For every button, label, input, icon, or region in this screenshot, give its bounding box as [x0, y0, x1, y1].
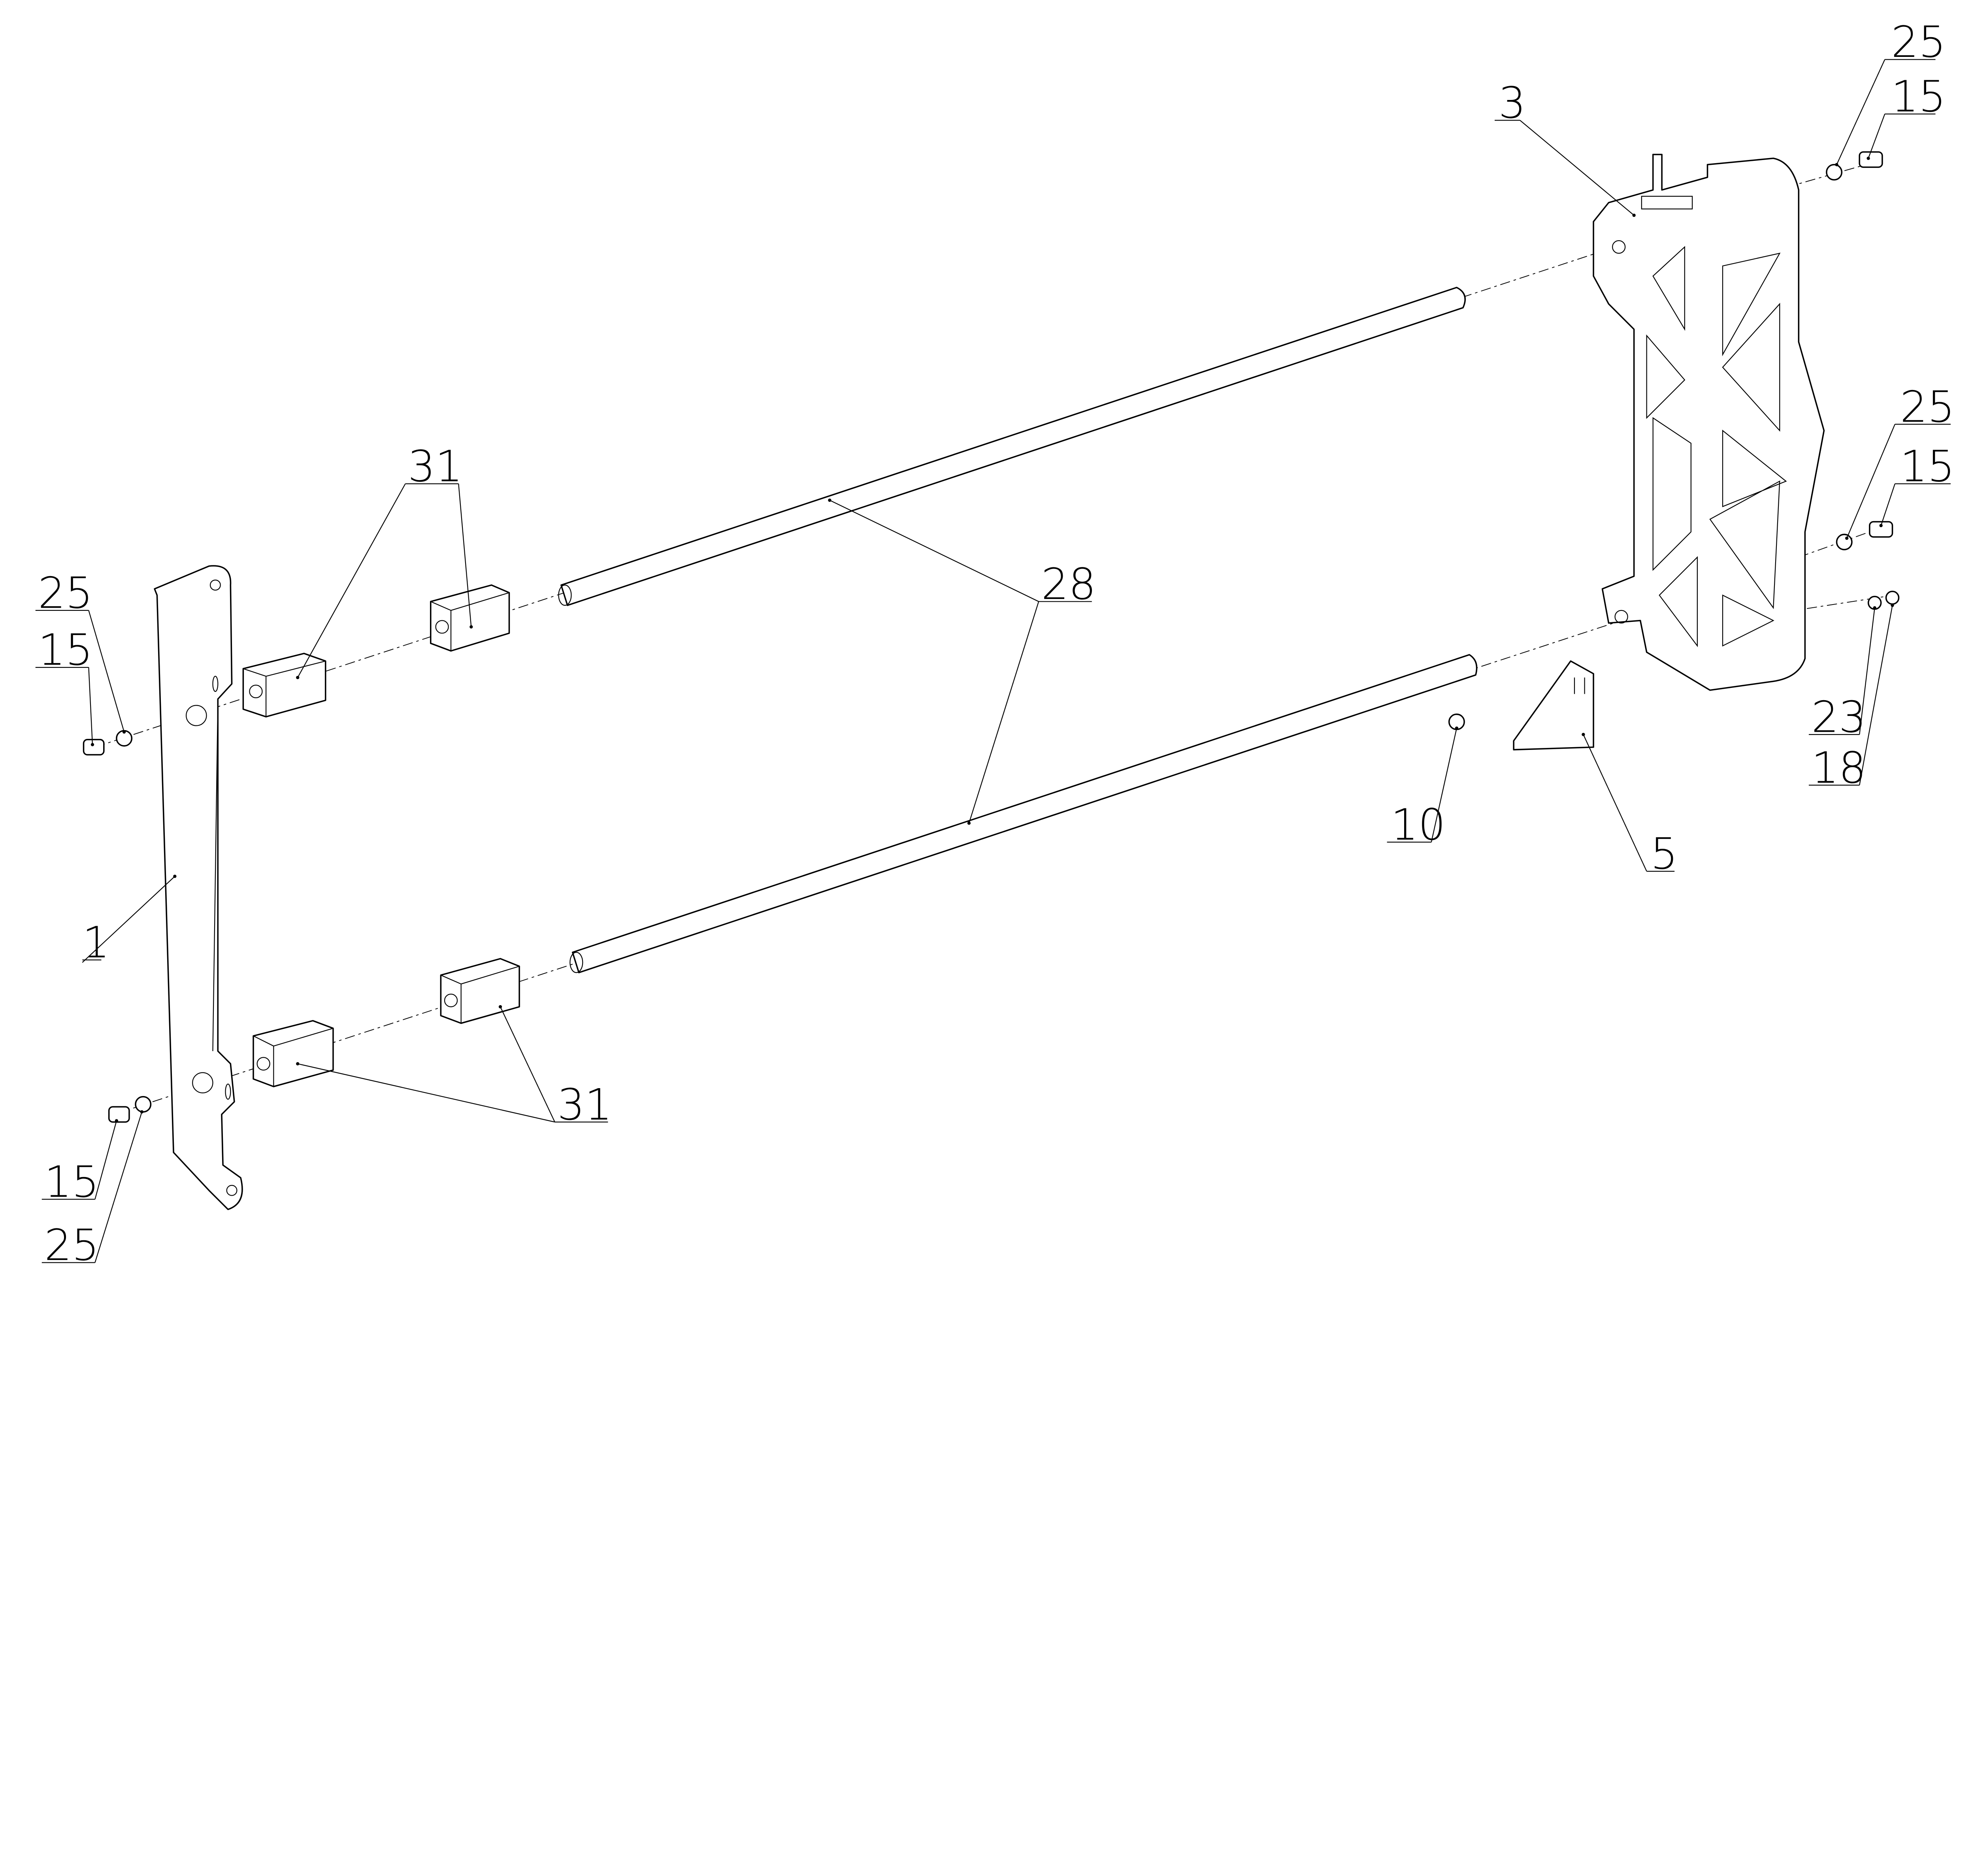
leader-line — [458, 484, 472, 627]
callout-25: 25 — [35, 568, 126, 734]
callout-label: 25 — [38, 568, 93, 618]
callout-label: 25 — [1891, 17, 1946, 67]
leader-line — [1431, 728, 1457, 842]
leader-dot — [1867, 156, 1870, 160]
leader-line — [94, 1121, 117, 1200]
leader-line — [829, 500, 1039, 602]
callout-label: 10 — [1391, 800, 1446, 850]
part-1-left-plate — [154, 565, 243, 1210]
leader-line — [1859, 608, 1875, 735]
leader-dot — [1845, 537, 1849, 540]
callout-label: 31 — [557, 1079, 612, 1130]
leader-line — [500, 1006, 555, 1123]
leader-line — [1583, 734, 1647, 872]
leader-dot — [122, 730, 126, 734]
leader-dot — [1873, 606, 1876, 610]
callout-15: 15 — [1867, 72, 1946, 160]
leader-line — [297, 483, 406, 678]
callout-18: 18 — [1808, 603, 1894, 793]
callout-10: 10 — [1387, 726, 1459, 850]
callout-label: 15 — [1900, 441, 1955, 492]
callout-label: 5 — [1650, 829, 1678, 879]
callout-15: 15 — [41, 1119, 119, 1207]
leader-line — [1868, 114, 1885, 159]
callout-label: 25 — [44, 1220, 99, 1270]
leader-line — [297, 1063, 555, 1123]
callout-label: 28 — [1041, 559, 1096, 609]
callout-1: 1 — [82, 874, 177, 968]
callout-31: 31 — [296, 1005, 612, 1130]
leader-dot — [296, 1062, 300, 1066]
callout-15: 15 — [1879, 441, 1955, 527]
part-28-rods — [558, 286, 1478, 974]
part-5-bracket — [1513, 660, 1594, 751]
leader-dot — [828, 498, 832, 502]
leader-dot — [967, 821, 971, 825]
callout-label: 31 — [408, 441, 463, 492]
leader-line — [94, 1111, 143, 1263]
leader-dot — [91, 743, 94, 746]
leader-line — [968, 601, 1039, 823]
fasteners — [83, 151, 1900, 1123]
leader-dot — [1879, 524, 1883, 527]
leader-dot — [173, 874, 177, 878]
leader-line — [88, 610, 125, 732]
callout-25: 25 — [1835, 17, 1946, 166]
leader-dot — [1632, 213, 1636, 217]
callout-28: 28 — [828, 498, 1096, 825]
callout-label: 25 — [1900, 382, 1955, 432]
leader-line — [82, 876, 175, 963]
callout-label: 1 — [82, 917, 109, 968]
callout-label: 15 — [44, 1157, 99, 1207]
callout-label: 23 — [1811, 692, 1866, 742]
callout-23: 23 — [1808, 606, 1876, 742]
leader-line — [1846, 424, 1895, 539]
leader-line — [1859, 605, 1893, 785]
part-3-frame — [1593, 154, 1825, 691]
callout-25: 25 — [1845, 382, 1955, 540]
leader-dot — [140, 1110, 144, 1114]
callout-5: 5 — [1582, 733, 1678, 879]
leader-dot — [469, 625, 473, 629]
leader-line — [1880, 484, 1895, 526]
leader-dot — [1891, 603, 1894, 607]
part-31-blocks — [242, 584, 520, 1087]
leader-dot — [296, 676, 300, 679]
leader-line — [1520, 120, 1635, 216]
callout-3: 3 — [1495, 78, 1636, 217]
leader-line — [88, 667, 93, 745]
leader-dot — [1582, 733, 1585, 736]
leader-line — [1836, 59, 1885, 165]
leader-dot — [1455, 726, 1459, 730]
callout-31: 31 — [296, 441, 473, 679]
callout-label: 18 — [1811, 743, 1866, 793]
leader-dot — [498, 1005, 502, 1009]
callout-25: 25 — [41, 1110, 144, 1270]
callout-15: 15 — [35, 625, 94, 746]
leader-dot — [115, 1119, 119, 1123]
callout-label: 15 — [1891, 72, 1946, 122]
callout-label: 15 — [38, 625, 93, 675]
callout-label: 3 — [1499, 78, 1526, 128]
leader-dot — [1835, 163, 1838, 166]
